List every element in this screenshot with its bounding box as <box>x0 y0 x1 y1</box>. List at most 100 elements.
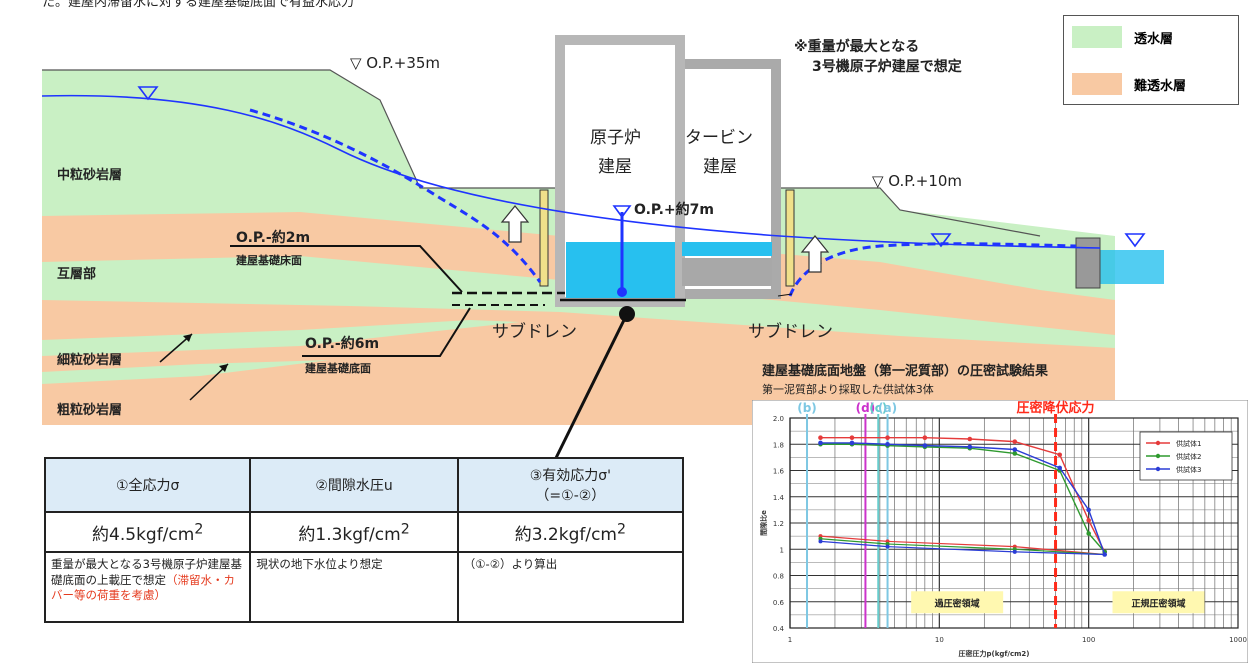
turbine-water <box>682 242 772 256</box>
data-point <box>849 435 855 440</box>
y-tick-label: 1 <box>780 546 784 554</box>
level-minus2: O.P.-約2m <box>236 229 310 246</box>
header-total-stress: ①全応力σ <box>43 457 252 513</box>
note-line2: 3号機原子炉建屋で想定 <box>812 58 962 75</box>
header-effective-stress: ③有効応力σ' （=①-②） <box>456 457 685 513</box>
legend-item: 難透水層 <box>1072 72 1232 96</box>
uplift-arrow-left <box>500 205 530 243</box>
data-point <box>818 440 823 446</box>
subdrain-left-label: サブドレン <box>492 321 577 342</box>
data-point <box>1057 465 1063 471</box>
groundwater-line-outer <box>41 94 1101 249</box>
data-point <box>1057 452 1063 458</box>
x-tick-label: 10 <box>935 636 944 644</box>
subdrain-right-pointer <box>777 293 793 297</box>
ground-surface <box>42 69 1041 237</box>
data-point <box>1012 549 1017 554</box>
data-point <box>885 441 890 447</box>
wl-triangle-left <box>137 86 159 101</box>
compression-subtitle: 第一泥質部より採取した供試体3体 <box>762 382 934 396</box>
ref-line-label: (a) <box>878 401 897 415</box>
chart-legend-label: 供試体3 <box>1176 465 1201 474</box>
note-effective-stress: （①-②）より算出 <box>456 551 685 623</box>
data-point <box>1012 451 1018 456</box>
data-point <box>1012 439 1018 444</box>
x-tick-label: 1 <box>788 636 792 644</box>
series-rebound-line <box>820 535 1105 556</box>
legend-label: 難透水層 <box>1134 79 1187 94</box>
level-foundation-bottom: 建屋基礎底面 <box>305 361 371 375</box>
sand-band-2 <box>42 360 330 384</box>
sea-water <box>1098 250 1164 284</box>
data-point <box>818 435 823 440</box>
chart-legend-marker <box>1155 440 1161 446</box>
x-tick-label: 100 <box>1082 636 1095 644</box>
stratum-fine-sand: 細粒砂岩層 <box>57 352 122 368</box>
seawall <box>1075 237 1101 289</box>
leader-minus2 <box>230 245 463 293</box>
data-point <box>922 435 928 440</box>
y-tick-label: 2.0 <box>773 415 784 423</box>
level-minus6: O.P.-約6m <box>305 335 379 352</box>
chart-legend-label: 供試体1 <box>1176 439 1201 448</box>
header-effective-stress-main: ③有効応力σ' <box>529 468 611 484</box>
value-text: 約1.3kgf/cm <box>298 524 401 545</box>
data-point <box>1086 507 1091 513</box>
data-point <box>885 435 890 440</box>
y-axis-label: 間隙比e <box>759 510 768 536</box>
note-text: （①-②）より算出 <box>463 557 558 571</box>
reactor-water-point <box>617 287 627 297</box>
wl-right-label: ▽ O.P.+10m <box>872 172 962 190</box>
stratum-medium-sand: 中粒砂岩層 <box>57 167 122 183</box>
series-rebound-line <box>820 540 1105 556</box>
groundwater-drawdown-left <box>249 108 542 283</box>
level-sub-foundation: 建屋基礎床面 <box>236 253 302 267</box>
y-tick-label: 0.4 <box>773 625 785 633</box>
value-pore-pressure: 約1.3kgf/cm2 <box>249 511 459 553</box>
chart-legend-marker <box>1155 466 1161 472</box>
reactor-label-1: 原子炉 <box>590 128 641 148</box>
data-point <box>967 444 973 450</box>
note-pore-pressure: 現状の地下水位より想定 <box>249 551 459 623</box>
wl-left-label: ▽ O.P.+35m <box>350 54 440 72</box>
turbine-label-1: タービン <box>685 128 753 148</box>
region-box <box>911 591 1004 614</box>
value-text: 約3.2kgf/cm <box>514 524 617 545</box>
legend-swatch <box>1072 73 1122 95</box>
value-text: 約4.5kgf/cm <box>92 524 195 545</box>
chart-legend-marker <box>1155 453 1161 459</box>
leader-minus6 <box>302 307 471 357</box>
ref-line-label: (c) <box>869 401 887 415</box>
table-values-row: 約4.5kgf/cm2 約1.3kgf/cm2 約3.2kgf/cm2 <box>43 511 685 553</box>
header-clipped: た。建屋内滞留水に対する建屋基礎底面で有益水応力 <box>42 0 354 10</box>
wl-triangle-mid <box>612 205 632 219</box>
y-tick-label: 0.6 <box>773 599 785 607</box>
value-effective-stress: 約3.2kgf/cm2 <box>456 511 685 553</box>
leader-coarse-sand <box>189 363 229 401</box>
legend-swatch <box>1072 26 1122 48</box>
region-label: 正規圧密領域 <box>1131 597 1185 609</box>
data-point <box>885 544 890 549</box>
uplift-arrow-right <box>800 235 830 273</box>
data-point <box>849 440 855 446</box>
yield-stress-label: 圧密降伏応力 <box>1017 400 1095 416</box>
note-total-stress: 重量が最大となる3号機原子炉建屋基礎底面の上載圧で想定（滞留水・カバー等の荷重を… <box>43 551 252 623</box>
ref-line-label: (d) <box>856 401 876 415</box>
sand-band <box>42 320 520 356</box>
arrowhead-fine <box>183 334 192 342</box>
stratum-coarse-sand: 粗粒砂岩層 <box>57 402 122 418</box>
y-tick-label: 1.2 <box>773 520 784 528</box>
value-total-stress: 約4.5kgf/cm2 <box>43 511 252 553</box>
value-sup: 2 <box>617 520 627 537</box>
subdrain-wall-right <box>785 189 795 287</box>
arrowhead-coarse <box>219 364 228 372</box>
y-tick-label: 1.6 <box>773 468 785 476</box>
x-tick-label: 1000 <box>1229 636 1247 644</box>
subdrain-right-label: サブドレン <box>748 321 833 342</box>
note-text: 現状の地下水位より想定 <box>256 557 383 571</box>
wl-inside-label: O.P.+約7m <box>634 201 714 218</box>
turbine-label-2: 建屋 <box>703 157 737 177</box>
note-text: 重量が最大となる3号機原子炉建屋基礎底面の上載圧で想定 <box>51 557 242 587</box>
